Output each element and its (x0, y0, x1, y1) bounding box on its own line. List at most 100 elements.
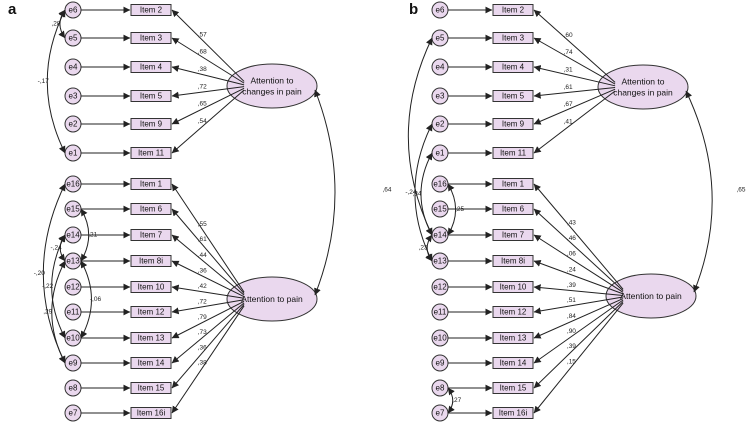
error-term: e9 (431, 354, 449, 372)
error-covariance-path (407, 37, 433, 236)
error-covariance-path (42, 183, 66, 364)
error-label: e13 (66, 257, 80, 266)
error-term: e1 (64, 144, 82, 162)
error-label: e8 (69, 384, 78, 393)
item-label: Item 14 (138, 359, 165, 368)
loading-value: ,61 (198, 236, 207, 243)
item-label: Item 6 (140, 205, 163, 214)
loading-path (171, 299, 245, 315)
error-covariance-value: -,17 (38, 78, 50, 85)
loading-path (533, 260, 624, 295)
error-term: e12 (64, 278, 82, 296)
indicator-item: Item 11 (492, 147, 534, 159)
loading-value: ,61 (564, 84, 573, 91)
error-covariance-path (420, 152, 433, 236)
item-label: Item 4 (140, 63, 163, 72)
loading-value: ,38 (198, 359, 207, 366)
item-box (492, 203, 534, 215)
error-term: e2 (64, 115, 82, 133)
error-label: e9 (436, 359, 445, 368)
error-label: e4 (69, 63, 78, 72)
loading-path (533, 208, 624, 292)
loading-value: ,84 (567, 313, 576, 320)
loading-path (171, 305, 245, 414)
error-covariance-value: ,29 (43, 309, 52, 316)
error-term: e3 (431, 87, 449, 105)
indicator-item: Item 12 (492, 306, 534, 318)
loading-value: ,57 (198, 32, 207, 39)
error-covariance-value: -,24 (405, 189, 417, 196)
item-box (130, 357, 172, 369)
item-label: Item 7 (502, 231, 525, 240)
loading-path (171, 304, 245, 389)
error-covariance-value: -,24 (51, 245, 63, 252)
item-label: Item 7 (140, 231, 163, 240)
item-box (492, 407, 534, 419)
item-box (130, 255, 172, 267)
loading-value: ,54 (198, 118, 207, 125)
error-term: e4 (431, 58, 449, 76)
item-box (130, 332, 172, 344)
item-box (492, 147, 534, 159)
item-label: Item 13 (138, 334, 165, 343)
loading-value: ,67 (564, 101, 573, 108)
factor-ellipse (597, 64, 689, 110)
error-term: e9 (64, 354, 82, 372)
error-covariance-path (447, 183, 457, 236)
error-term: e5 (431, 29, 449, 47)
error-label: e15 (66, 205, 80, 214)
item-box (130, 229, 172, 241)
loading-value: ,90 (567, 328, 576, 335)
error-term: e3 (64, 87, 82, 105)
loading-value: ,39 (567, 343, 576, 350)
loading-value: ,68 (198, 48, 207, 55)
indicator-item: Item 2 (492, 4, 534, 16)
item-label: Item 3 (140, 34, 163, 43)
item-box (492, 61, 534, 73)
indicator-item: Item 9 (492, 118, 534, 130)
indicator-item: Item 16i (492, 407, 534, 419)
loading-value: ,31 (564, 66, 573, 73)
loading-path (171, 300, 245, 339)
error-term: e11 (64, 303, 82, 321)
loading-value: ,74 (564, 49, 573, 56)
loading-value: ,42 (198, 283, 207, 290)
indicator-item: Item 2 (130, 4, 172, 16)
item-box (130, 407, 172, 419)
error-term: e13 (64, 252, 82, 270)
error-label: e2 (436, 120, 445, 129)
indicator-item: Item 10 (130, 281, 172, 293)
indicator-item: Item 1 (130, 178, 172, 190)
indicator-item: Item 9 (130, 118, 172, 130)
loading-path (533, 183, 624, 290)
error-label: e14 (433, 231, 447, 240)
factor-ellipse (226, 63, 318, 109)
item-box (492, 32, 534, 44)
loading-path (171, 234, 245, 296)
loading-path (171, 65, 245, 86)
indicator-item: Item 11 (130, 147, 172, 159)
error-label: e15 (433, 205, 447, 214)
loading-path (171, 89, 245, 154)
item-label: Item 16i (137, 409, 166, 418)
loading-value: ,36 (198, 344, 207, 351)
factor-correlation-path (314, 89, 336, 296)
loading-value: ,72 (198, 298, 207, 305)
error-term: e10 (431, 329, 449, 347)
factor-ellipse (226, 276, 318, 322)
error-label: e7 (436, 409, 445, 418)
error-covariance-path (447, 387, 455, 414)
loading-value: ,15 (567, 358, 576, 365)
indicator-item: Item 4 (130, 61, 172, 73)
indicator-item: Item 7 (130, 229, 172, 241)
item-box (130, 4, 172, 16)
indicator-item: Item 3 (492, 32, 534, 44)
item-box (492, 357, 534, 369)
loading-value: ,24 (567, 266, 576, 273)
error-term: e10 (64, 329, 82, 347)
loading-value: ,38 (198, 66, 207, 73)
loading-value: ,43 (567, 220, 576, 227)
loading-path (533, 298, 624, 339)
item-box (130, 178, 172, 190)
